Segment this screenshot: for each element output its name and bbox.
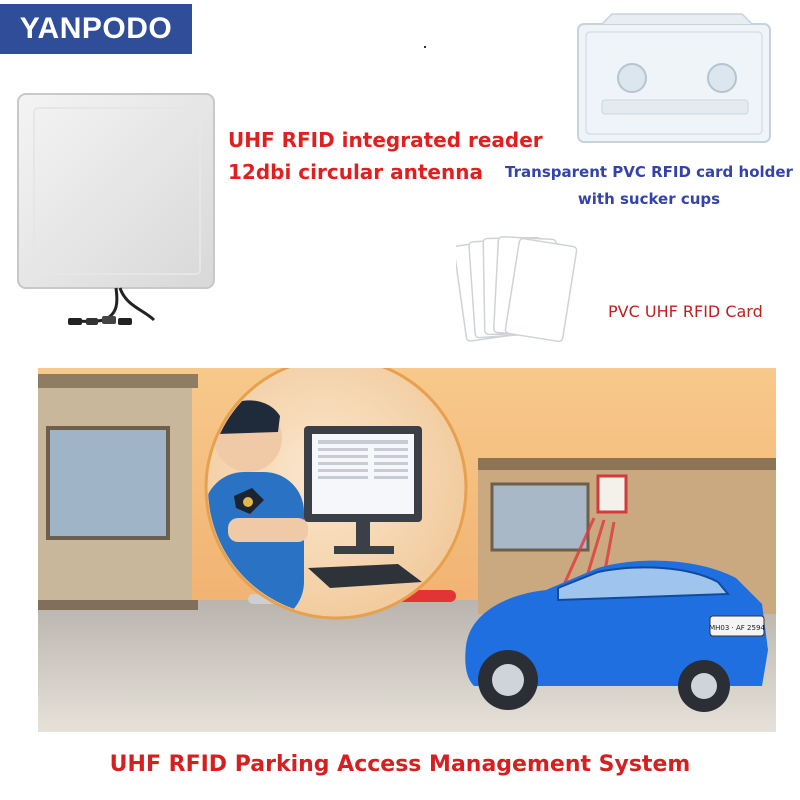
system-title: UHF RFID Parking Access Management Syste…: [109, 752, 691, 777]
reader-title: UHF RFID integrated reader: [228, 128, 543, 152]
parking-scene: MH03 · AF 2594: [38, 368, 776, 732]
card-label: PVC UHF RFID Card: [608, 302, 763, 321]
rfid-reader-antenna-icon: [17, 93, 215, 325]
parking-access-scene-icon: MH03 · AF 2594: [38, 368, 776, 732]
reader-subtitle: 12dbi circular antenna: [228, 160, 483, 184]
stray-dot: [424, 46, 426, 48]
rfid-cards-icon: [456, 236, 578, 343]
rfid-cards-image: [456, 228, 584, 352]
holder-subtitle: with sucker cups: [577, 190, 721, 208]
holder-title: Transparent PVC RFID card holder: [505, 163, 793, 181]
rfid-reader-antenna-image: [14, 92, 224, 332]
card-holder-image: [572, 12, 778, 148]
card-holder-icon: [577, 13, 771, 143]
brand-logo: YANPODO: [0, 4, 192, 54]
license-plate: MH03 · AF 2594: [709, 624, 765, 632]
